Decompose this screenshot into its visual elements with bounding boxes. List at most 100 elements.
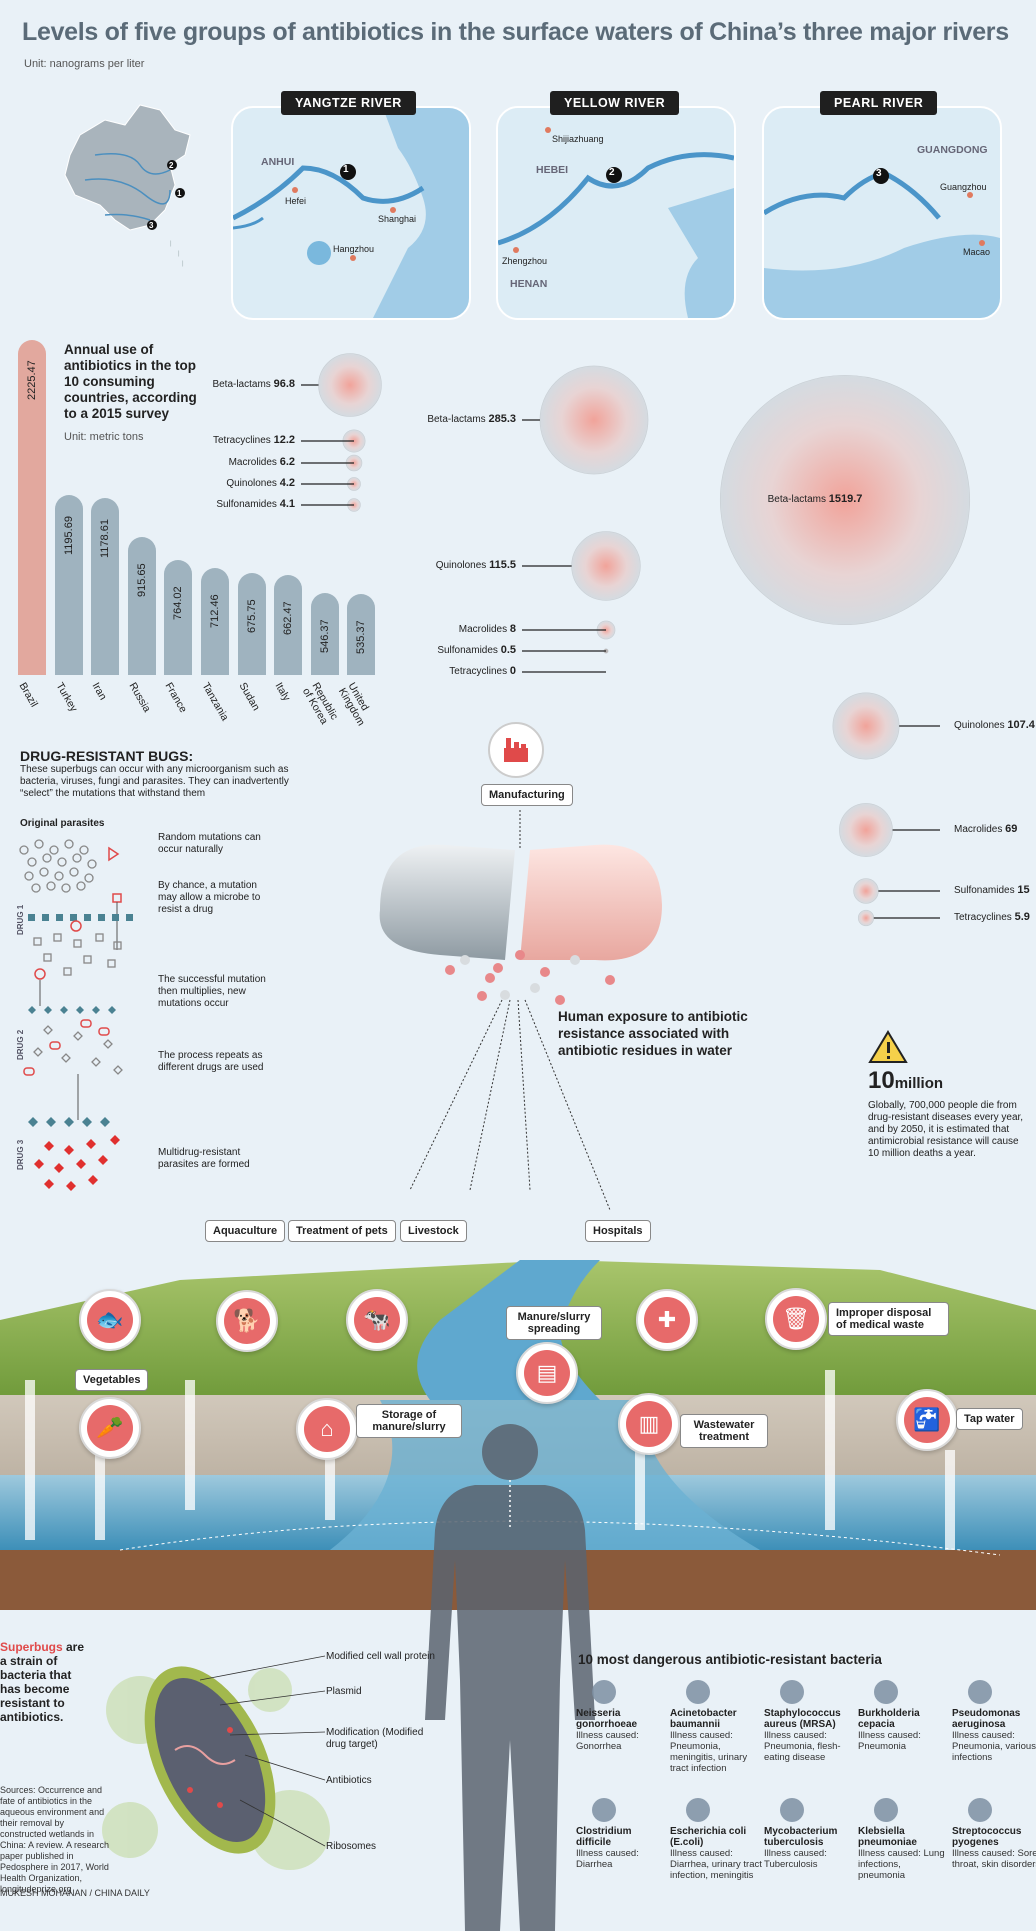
map-label-guangdong: GUANGDONG [917, 144, 988, 156]
fish-icon: 🐟 [79, 1289, 141, 1351]
factory-icon [488, 722, 544, 778]
bacterium-icon [780, 1680, 804, 1704]
tap-water-label: Tap water [956, 1408, 1023, 1430]
bacteria-illness: Illness caused: Gonorrhea [576, 1730, 639, 1752]
superbug-definition-rest: are a strain of bacteria that has become… [0, 1640, 85, 1724]
map-label-shanghai: Shanghai [378, 214, 417, 224]
yellow-river-tag: YELLOW RIVER [550, 91, 680, 115]
bacterium-icon [780, 1798, 804, 1822]
bacterium-icon [968, 1798, 992, 1822]
drug-2-label: DRUG 2 [16, 1029, 25, 1060]
hospital-icon: ✚ [636, 1289, 698, 1351]
callout-cell-wall: Modified cell wall protein [326, 1651, 435, 1662]
china-marker-3: 3 [149, 221, 154, 230]
mutation-diagram [19, 839, 133, 1191]
bacterium-icon [686, 1680, 710, 1704]
bacteria-illness: Illness caused: Sore throat, skin disord… [952, 1848, 1036, 1870]
superbug-term: Superbugs [0, 1640, 63, 1654]
callout-plasmid: Plasmid [326, 1686, 362, 1697]
map-label-shijiazhuang: Shijiazhuang [552, 134, 604, 144]
bubble-pearl-river-tetracyclines [857, 909, 875, 927]
bubble-pearl-river-quinolones [832, 692, 900, 760]
bacteria-illness: Illness caused: Pneumonia, flesh-eating … [764, 1730, 841, 1763]
manure-spreader-icon: ▤ [516, 1342, 578, 1404]
bacteria-illness: Illness caused: Pneumonia, meningitis, u… [670, 1730, 748, 1774]
exposure-label: Human exposure to antibiotic resistance … [558, 1009, 748, 1058]
bacteria-illness: Illness caused: Pneumonia, various infec… [952, 1730, 1036, 1763]
bacteria-name: Clostridium difficile [576, 1826, 632, 1848]
medical-waste-bin-icon: 🗑 [765, 1288, 827, 1350]
superbug-illustration [102, 1666, 330, 1870]
bacteria-name: Pseudomonas aeruginosa [952, 1708, 1021, 1730]
china-marker-1: 1 [177, 189, 182, 198]
aquaculture-label: Aquaculture [205, 1220, 286, 1242]
human-silhouette [425, 1424, 595, 1931]
bacteria-name: Streptococcus pyogenes [952, 1826, 1022, 1848]
bacteria-name: Acinetobacter baumannii [670, 1708, 737, 1730]
bacterium-icon [874, 1680, 898, 1704]
vegetables-icon: 🥕 [79, 1397, 141, 1459]
callout-modification: Modification (Modified drug target) [326, 1727, 424, 1750]
map-label-henan: HENAN [510, 278, 548, 290]
pearl-river-tag: PEARL RIVER [820, 91, 938, 115]
bacteria-illness: Illness caused: Diarrhea, urinary tract … [670, 1848, 762, 1881]
yangtze-map-number: 1 [343, 164, 349, 175]
callout-ribosomes: Ribosomes [326, 1841, 377, 1852]
annual-use-unit: Unit: metric tons [64, 431, 144, 443]
svg-text:|: | [182, 261, 184, 267]
callout-lines [199, 1655, 326, 1847]
warning-big-number: 10 [868, 1067, 895, 1094]
map-label-hefei: Hefei [285, 196, 307, 206]
bugs-heading: DRUG-RESISTANT BUGS: [20, 748, 194, 764]
storage-barn-icon: ⌂ [296, 1398, 358, 1460]
annual-use-heading: Annual use of antibiotics in the top 10 … [64, 342, 197, 421]
pill-illustration [379, 810, 662, 1211]
svg-text:|: | [178, 251, 180, 257]
yangtze-tag: YANGTZE RIVER [281, 91, 416, 115]
pets-label: Treatment of pets [288, 1220, 396, 1242]
bacteria-name: Klebsiella pneumoniae [858, 1826, 917, 1848]
manure-spreading-label: Manure/slurry spreading [506, 1306, 602, 1340]
warning-icon [868, 1030, 908, 1063]
step-4: The process repeats as different drugs a… [158, 1050, 264, 1073]
drug-3-label: DRUG 3 [16, 1139, 25, 1170]
hospitals-label: Hospitals [585, 1220, 651, 1242]
bubble-yellow-river-beta-lactams [539, 365, 649, 475]
superbug-definition: Superbugs are a strain of bacteria that … [0, 1640, 85, 1724]
bacteria-name: Escherichia coli (E.coli) [670, 1826, 747, 1848]
step-2: By chance, a mutation may allow a microb… [158, 880, 261, 915]
dog-icon: 🐕 [216, 1290, 278, 1352]
bacteria-illness: Illness caused: Pneumonia [858, 1730, 921, 1752]
bacteria-item: Escherichia coli (E.coli)Illness caused:… [670, 1798, 762, 1881]
tap-icon: 🚰 [896, 1389, 958, 1451]
credit: MUKESH MOHANAN / CHINA DAILY [0, 1888, 150, 1898]
bacterium-icon [686, 1798, 710, 1822]
treatment-plant-icon: ▥ [618, 1393, 680, 1455]
bubble-yellow-river-quinolones [571, 531, 641, 601]
wastewater-label: Wastewater treatment [680, 1414, 768, 1448]
step-3: The successful mutation then multiplies,… [158, 974, 266, 1009]
callout-antibiotics: Antibiotics [326, 1775, 372, 1786]
cow-icon: 🐄 [346, 1289, 408, 1351]
map-label-hangzhou: Hangzhou [333, 244, 375, 254]
original-parasites-label: Original parasites [20, 818, 105, 829]
livestock-label: Livestock [400, 1220, 467, 1242]
bugs-intro: These superbugs can occur with any micro… [20, 764, 289, 799]
bubble-pearl-river-beta-lactams [719, 374, 971, 626]
yellow-river-map: 2 Shijiazhuang HEBEI Zhengzhou HENAN [496, 106, 736, 320]
bacterium-icon [968, 1680, 992, 1704]
improper-disposal-label: Improper disposal of medical waste [828, 1302, 949, 1336]
bacteria-name: Staphylococcus aureus (MRSA) [764, 1708, 841, 1730]
antibiotic-bubble-charts [301, 353, 971, 927]
warning-big-unit: million [894, 1075, 944, 1092]
bacteria-name: Burkholderia cepacia [858, 1708, 920, 1730]
yellow-map-number: 2 [609, 167, 615, 178]
china-marker-2: 2 [169, 161, 174, 170]
map-label-guangzhou: Guangzhou [940, 182, 987, 192]
drug-1-label: DRUG 1 [16, 904, 25, 935]
pearl-map-number: 3 [876, 168, 882, 179]
